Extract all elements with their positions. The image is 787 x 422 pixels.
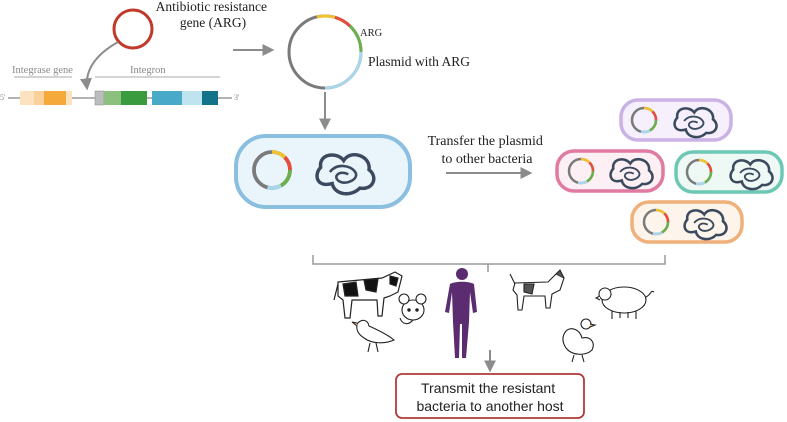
integron-block — [94, 90, 218, 106]
human-icon — [445, 268, 477, 358]
plasmid-with-arg — [287, 14, 363, 90]
integron-label: Integron — [130, 65, 166, 76]
bacterium-pink — [555, 149, 665, 193]
cow-icon — [333, 271, 403, 319]
bird-icon — [351, 319, 396, 353]
integrase-gene-block — [20, 91, 72, 105]
host-bracket — [312, 255, 666, 272]
arg-gene-ring — [112, 8, 154, 50]
arrow-arg-to-integron — [79, 41, 119, 91]
plasmid-label: Plasmid with ARG — [368, 54, 470, 69]
arg-tag: ARG — [360, 28, 383, 39]
transfer-label: Transfer the plasmid to other bacteria — [428, 134, 547, 167]
bacterium-main — [234, 134, 412, 209]
chicken-icon — [562, 318, 597, 363]
mouse-icon — [398, 293, 427, 325]
dog-icon — [509, 269, 565, 311]
bacterium-purple — [619, 98, 733, 142]
bacterium-orange — [630, 200, 744, 244]
transmit-box — [395, 373, 585, 419]
transmit-label: Transmit the resistant bacteria to anoth… — [416, 380, 563, 414]
arg-gene-label: Antibiotic resistance gene (ARG) — [156, 0, 271, 30]
bacterium-teal — [674, 150, 784, 194]
integrase-gene-label: Integrase gene — [12, 65, 73, 76]
pig-icon — [594, 286, 655, 319]
five-prime-label: 5' — [0, 93, 6, 102]
three-prime-label: 3' — [234, 93, 240, 102]
